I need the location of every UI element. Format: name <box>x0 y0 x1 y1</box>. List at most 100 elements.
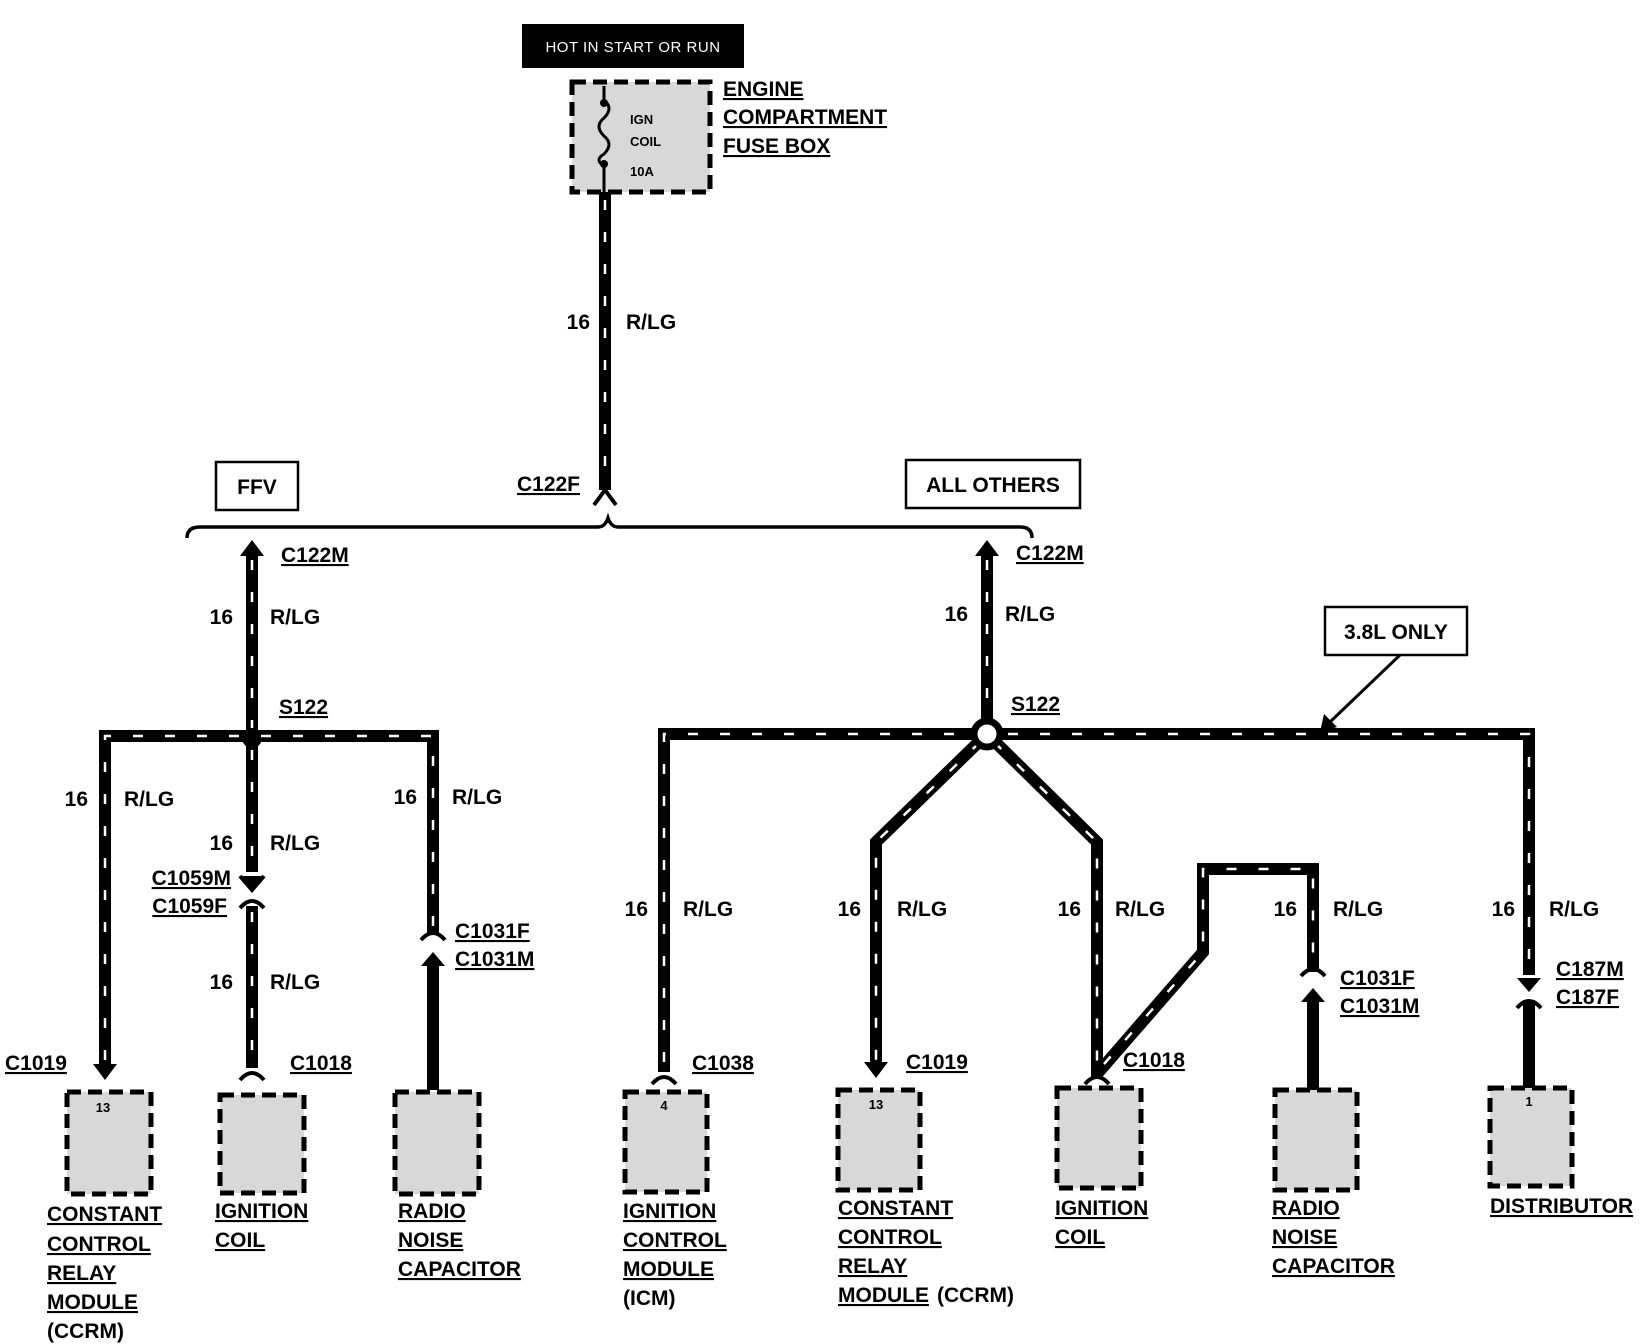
left-ccrm-pin: 13 <box>96 1100 110 1115</box>
right-s122-splice <box>970 717 1004 751</box>
left-b1-gauge: 16 <box>65 788 88 811</box>
left-b1-color: R/LG <box>124 788 174 811</box>
fuse-icon <box>597 86 611 192</box>
left-bus-wire <box>99 730 439 1090</box>
left-splice-label: S122 <box>279 696 328 719</box>
right-icm-module <box>622 1089 710 1195</box>
left-c1031m-label: C1031M <box>455 948 534 971</box>
right-radio-noise-capacitor <box>1272 1087 1360 1193</box>
all-others-tag-text: ALL OTHERS <box>926 474 1060 497</box>
left-trunk-gauge: 16 <box>210 606 233 629</box>
right-trunk-gauge: 16 <box>945 603 968 626</box>
right-c1038-connector-icon <box>650 1075 678 1086</box>
ffv-tag-text: FFV <box>237 476 277 499</box>
3.8l-only-tag <box>1323 605 1469 657</box>
right-c1019-arrow-icon <box>864 1062 888 1078</box>
fuse-name-line2: COIL <box>630 134 661 149</box>
left-ccrm-label-3: RELAY <box>47 1262 116 1285</box>
right-icm-label-2: CONTROL <box>623 1229 727 1252</box>
feed-connector-label: C122F <box>517 473 580 496</box>
left-c122m-arrow-icon <box>240 540 264 556</box>
right-cap-label-3: CAPACITOR <box>1272 1255 1395 1278</box>
right-c1031f-label: C1031F <box>1340 967 1415 990</box>
left-ccrm-label-2: CONTROL <box>47 1233 151 1256</box>
right-b5-gauge: 16 <box>1492 898 1515 921</box>
left-ccrm-label-4: MODULE <box>47 1291 138 1314</box>
fuse-box-label-line3: FUSE BOX <box>723 135 830 158</box>
left-cap-label-1: RADIO <box>398 1200 466 1223</box>
c122f-connector-icon <box>592 486 618 507</box>
right-bus-wire <box>658 728 1535 1090</box>
hot-in-start-or-run-banner <box>522 24 744 68</box>
left-ccrm-suffix: (CCRM) <box>47 1320 124 1343</box>
right-distributor <box>1487 1085 1575 1189</box>
right-c187f-label: C187F <box>1556 986 1619 1009</box>
engine-compartment-fuse-box <box>569 79 713 195</box>
right-trunk-color: R/LG <box>1005 603 1055 626</box>
3.8l-pointer-arrow-icon <box>1320 714 1337 732</box>
right-ccrm-pin: 13 <box>869 1097 883 1112</box>
right-icm-label-3: MODULE <box>623 1258 714 1281</box>
right-b1-connector: C1038 <box>692 1052 754 1075</box>
left-c1018-connector-icon <box>238 1071 266 1082</box>
left-ccrm-label-1: CONSTANT <box>47 1203 162 1226</box>
right-icm-pin: 4 <box>660 1098 668 1113</box>
right-distributor-pin: 1 <box>1525 1094 1532 1109</box>
left-radio-noise-capacitor <box>392 1089 482 1197</box>
left-b2-gauge-b: 16 <box>210 971 233 994</box>
right-c1018-connector-icon <box>1083 1075 1111 1086</box>
right-b3-gauge: 16 <box>1058 898 1081 921</box>
fuse-box-label-line1: ENGINE <box>723 78 804 101</box>
left-cap-label-3: CAPACITOR <box>398 1258 521 1281</box>
left-coil-label-2: COIL <box>215 1229 265 1252</box>
left-trunk-color: R/LG <box>270 606 320 629</box>
right-b4-gauge: 16 <box>1274 898 1297 921</box>
left-c1059f-label: C1059F <box>152 895 227 918</box>
right-b2-gauge: 16 <box>838 898 861 921</box>
left-c1059-connector-icon <box>238 874 266 894</box>
right-c122m-label: C122M <box>1016 542 1084 565</box>
right-cap-label-1: RADIO <box>1272 1197 1340 1220</box>
left-b3-color: R/LG <box>452 786 502 809</box>
left-b2-color-a: R/LG <box>270 832 320 855</box>
fuse-box-label-line2: COMPARTMENT <box>723 106 887 129</box>
left-coil-label-1: IGNITION <box>215 1200 308 1223</box>
left-b2-color-b: R/LG <box>270 971 320 994</box>
left-b3-gauge: 16 <box>394 786 417 809</box>
fuse-name-line1: IGN <box>630 112 653 127</box>
hot-in-start-or-run-text: HOT IN START OR RUN <box>545 39 720 56</box>
right-b2-color: R/LG <box>897 898 947 921</box>
right-c1031m-label: C1031M <box>1340 995 1419 1018</box>
left-c1059m-label: C1059M <box>152 867 231 890</box>
right-icm-suffix: (ICM) <box>623 1287 675 1310</box>
all-others-tag <box>904 458 1082 510</box>
right-b5-color: R/LG <box>1549 898 1599 921</box>
right-icm-label-1: IGNITION <box>623 1200 716 1223</box>
right-ccrm-module <box>835 1087 923 1193</box>
right-cap-label-2: NOISE <box>1272 1226 1337 1249</box>
right-b1-gauge: 16 <box>625 898 648 921</box>
right-b4-color: R/LG <box>1333 898 1383 921</box>
right-coil-label-2: COIL <box>1055 1226 1105 1249</box>
right-splice-label: S122 <box>1011 693 1060 716</box>
right-b3-connector: C1018 <box>1123 1049 1185 1072</box>
left-cap-label-2: NOISE <box>398 1229 463 1252</box>
right-b3-color: R/LG <box>1115 898 1165 921</box>
ffv-tag <box>214 460 300 512</box>
fuse-rating: 10A <box>630 164 654 179</box>
left-ccrm-module <box>64 1089 154 1197</box>
right-c187m-label: C187M <box>1556 958 1624 981</box>
right-b1-color: R/LG <box>683 898 733 921</box>
right-ccrm-label-4: MODULE <box>838 1284 929 1307</box>
right-coil-label-1: IGNITION <box>1055 1197 1148 1220</box>
left-b2-gauge-a: 16 <box>210 832 233 855</box>
left-b1-connector: C1019 <box>5 1052 67 1075</box>
variant-brace <box>185 512 1034 539</box>
left-c1019-arrow-icon <box>93 1064 117 1080</box>
right-ccrm-suffix: (CCRM) <box>937 1284 1014 1307</box>
right-c1031-connector-icon <box>1299 967 1327 978</box>
right-b2-connector: C1019 <box>906 1051 968 1074</box>
3.8l-only-tag-text: 3.8L ONLY <box>1344 621 1448 644</box>
left-b2-connector: C1018 <box>290 1052 352 1075</box>
